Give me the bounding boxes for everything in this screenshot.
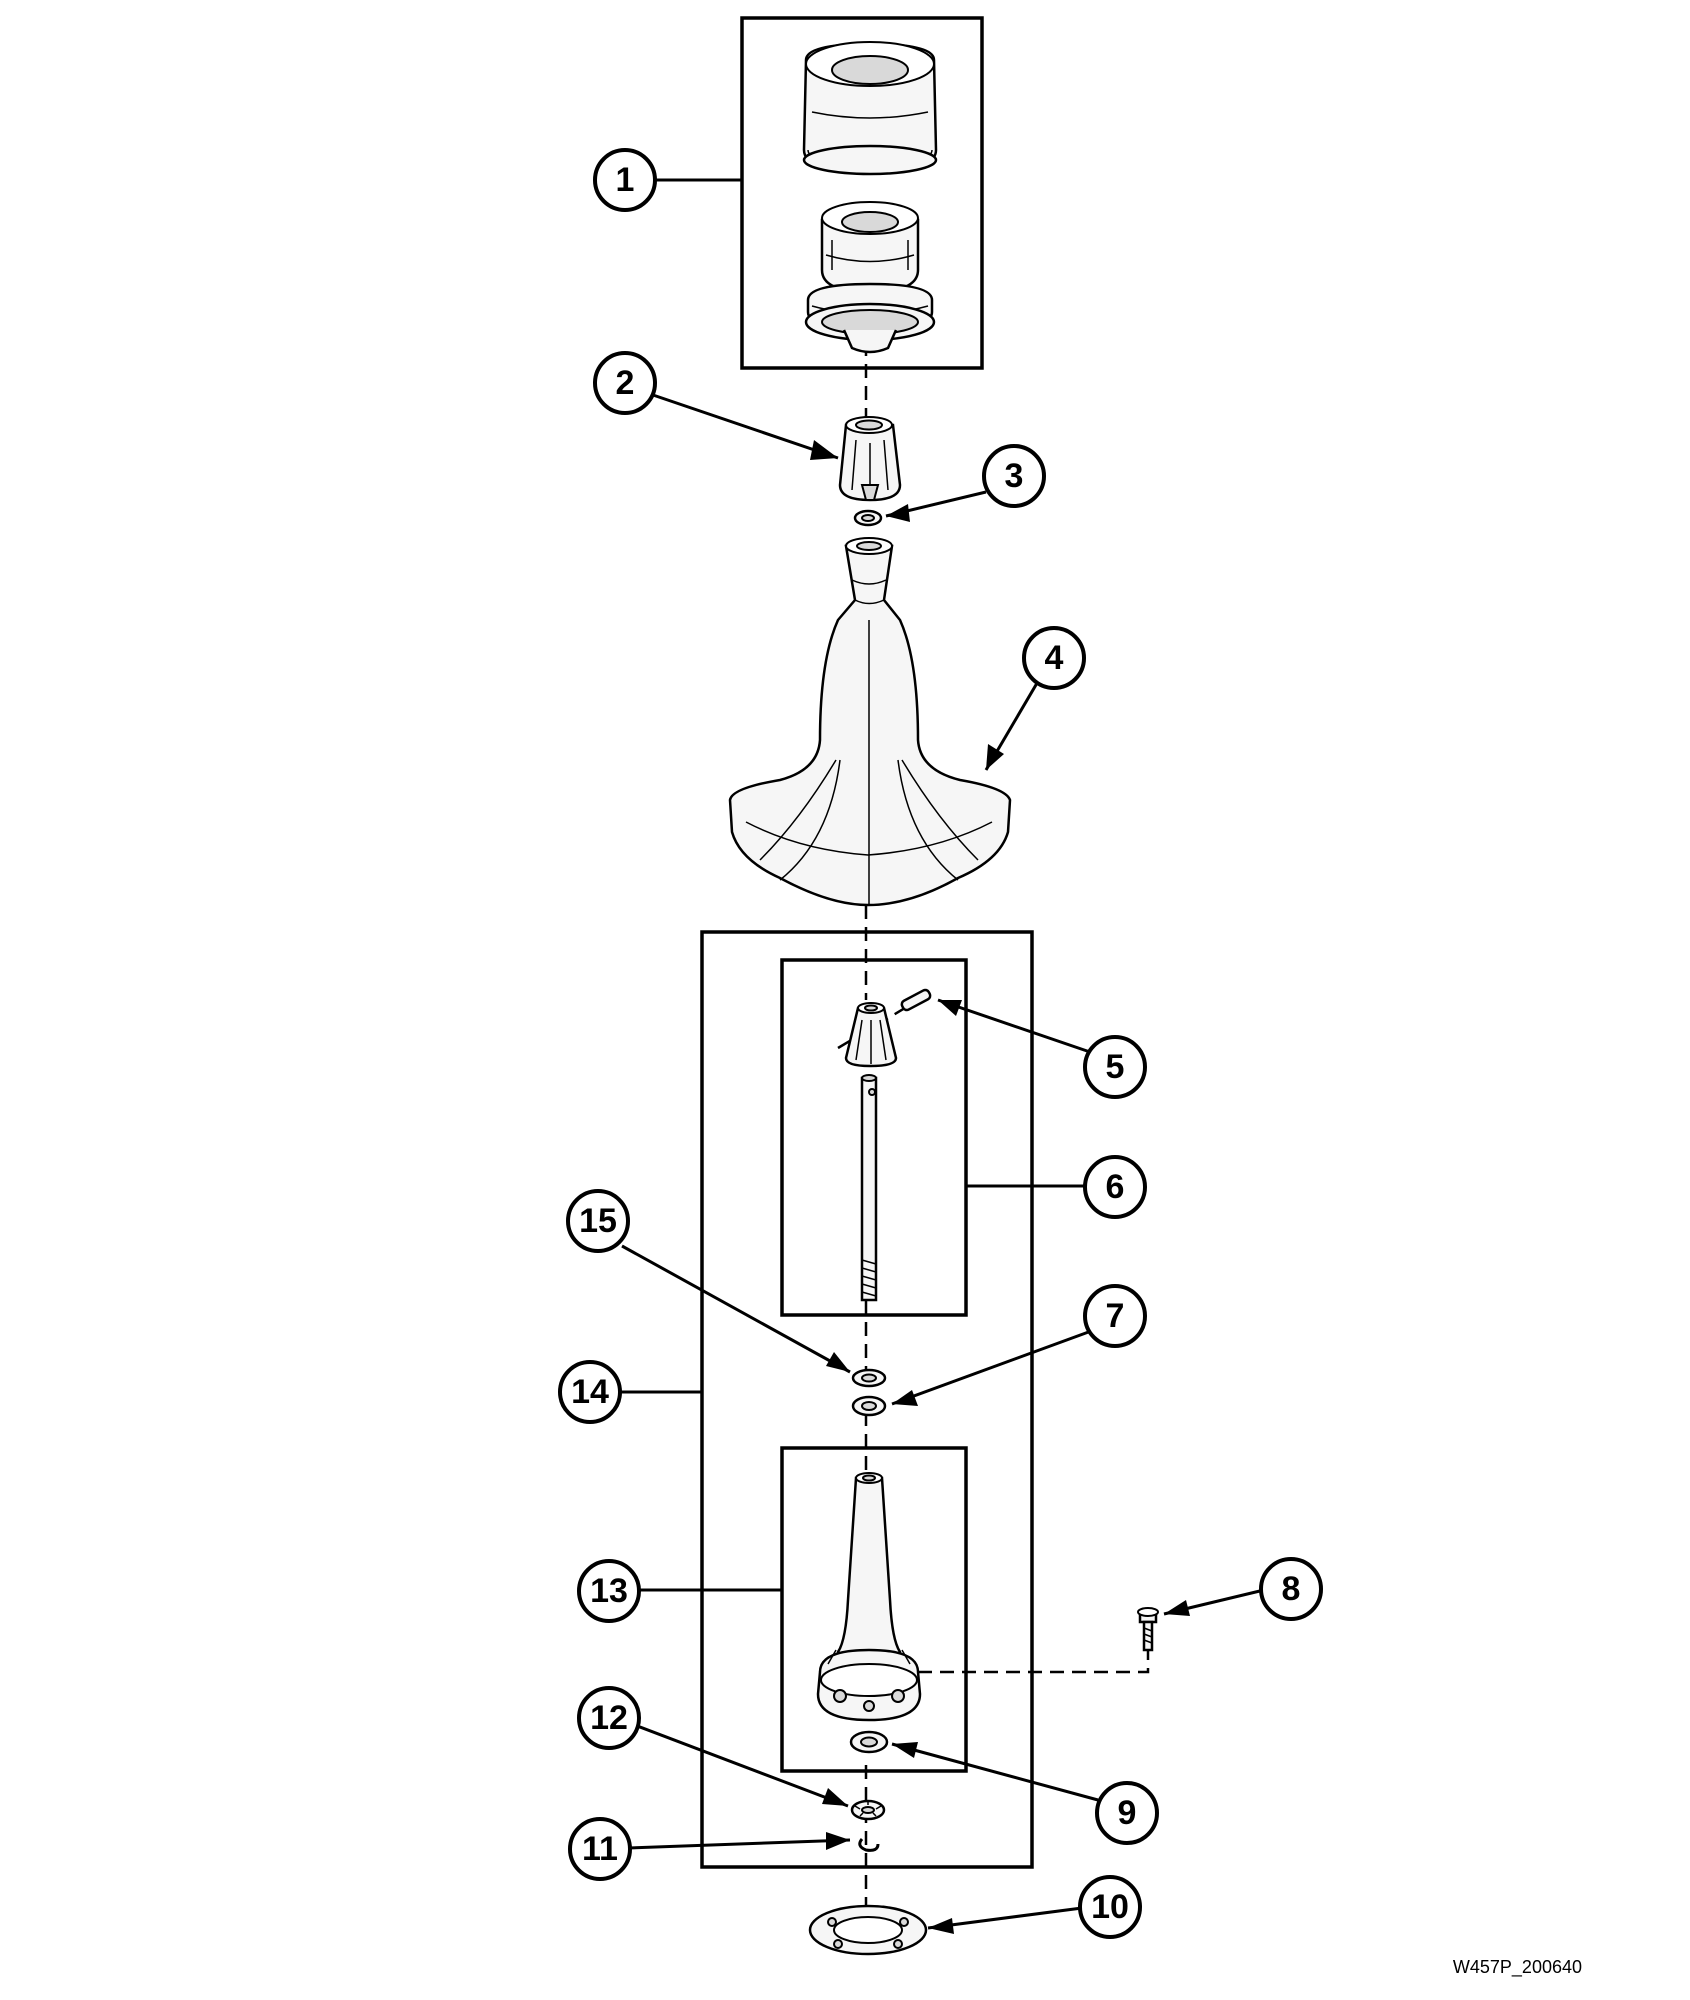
callout-label-11: 11	[582, 1830, 618, 1868]
leader-7	[891, 1328, 1095, 1406]
callout-14: 14	[558, 1360, 622, 1424]
leader-2	[652, 393, 839, 460]
callout-13: 13	[577, 1559, 641, 1623]
part-base-plate	[808, 1904, 928, 1956]
screw-axis-line	[896, 1650, 1150, 1674]
callout-label-14: 14	[571, 1373, 609, 1411]
part-small-washer	[853, 509, 883, 527]
part-spin-tube	[816, 1472, 922, 1722]
callout-label-6: 6	[1106, 1168, 1125, 1206]
callout-5: 5	[1083, 1035, 1147, 1099]
callout-12: 12	[577, 1686, 641, 1750]
part-washer-15	[851, 1368, 887, 1388]
callout-2: 2	[593, 351, 657, 415]
callout-8: 8	[1259, 1557, 1323, 1621]
callout-label-1: 1	[616, 161, 635, 199]
part-spline-nut	[844, 1002, 898, 1068]
arrowheads	[810, 440, 1190, 1934]
leader-15	[621, 1244, 851, 1374]
part-washer-7	[851, 1395, 887, 1417]
callout-10: 10	[1078, 1875, 1142, 1939]
callout-label-8: 8	[1282, 1570, 1301, 1608]
part-retaining-clip	[858, 1838, 880, 1852]
callout-11: 11	[568, 1817, 632, 1881]
part-pin	[900, 988, 932, 1012]
callout-1: 1	[593, 148, 657, 212]
leader-11	[627, 1838, 851, 1850]
part-screw	[1137, 1607, 1159, 1652]
callout-label-5: 5	[1106, 1048, 1125, 1086]
leader-5	[937, 998, 1091, 1054]
group-box-13	[780, 1446, 968, 1773]
callout-15: 15	[566, 1189, 630, 1253]
callout-6: 6	[1083, 1155, 1147, 1219]
leader-10	[927, 1906, 1083, 1930]
callout-label-9: 9	[1118, 1794, 1137, 1832]
group-box-6	[780, 958, 968, 1317]
callout-label-7: 7	[1106, 1297, 1125, 1335]
leader-12	[631, 1722, 849, 1808]
callout-4: 4	[1022, 626, 1086, 690]
callout-label-2: 2	[616, 364, 635, 402]
leader-9	[891, 1742, 1099, 1802]
part-washer-9	[849, 1730, 889, 1754]
group-box-1	[740, 16, 984, 370]
callout-label-4: 4	[1045, 639, 1064, 677]
callout-label-12: 12	[590, 1699, 628, 1737]
callout-7: 7	[1083, 1284, 1147, 1348]
figure-code: W457P_200640	[1452, 1957, 1582, 1977]
part-shaft	[860, 1074, 878, 1302]
callout-label-13: 13	[590, 1572, 628, 1610]
callout-9: 9	[1095, 1781, 1159, 1845]
part-cap-assembly	[802, 41, 938, 354]
callout-label-15: 15	[579, 1202, 617, 1240]
callout-label-3: 3	[1005, 457, 1024, 495]
part-agitator	[728, 537, 1012, 907]
part-star-washer	[850, 1799, 886, 1821]
callout-label-10: 10	[1091, 1888, 1129, 1926]
callout-3: 3	[982, 444, 1046, 508]
part-coupling	[838, 416, 902, 502]
